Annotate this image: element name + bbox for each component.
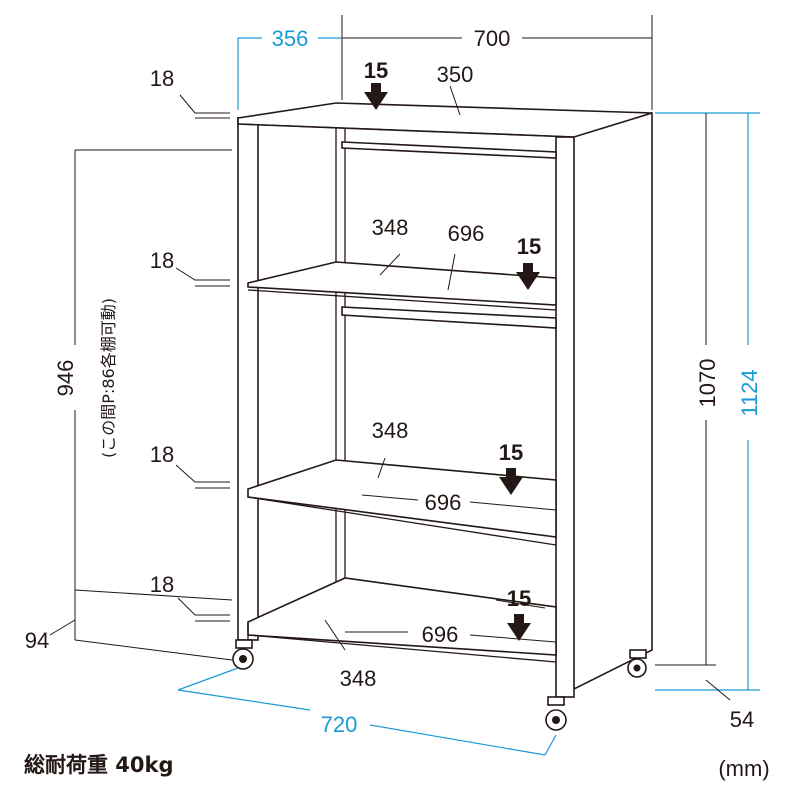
shelf-pitch-label: 946: [53, 360, 78, 397]
shelf2-width-label: 696: [425, 490, 462, 515]
caster-front-right: [545, 696, 567, 731]
thickness-label-shelf3: 18: [150, 572, 174, 597]
shelf2-depth-label: 348: [372, 418, 409, 443]
bottom-gap-label: 94: [25, 628, 49, 653]
shelf3-load-label: 15: [507, 586, 531, 611]
caster-back-right: [627, 649, 647, 678]
casters: [232, 639, 647, 731]
cabinet: [237, 85, 653, 699]
height-label: 1070: [695, 359, 720, 408]
thickness-label-shelf1: 18: [150, 248, 174, 273]
down-arrow-icon: [364, 83, 388, 110]
caster-height-label: 54: [730, 707, 754, 732]
width-label: 700: [474, 26, 511, 51]
shelf2-load-label: 15: [499, 440, 523, 465]
shelf-pitch-note: (この間P:86各棚可動): [99, 298, 118, 458]
dimension-lines: [49, 15, 760, 756]
shelf1-depth-label: 348: [372, 215, 409, 240]
shelf1-load-label: 15: [517, 234, 541, 259]
total-load-label: 総耐荷重 40kg: [24, 753, 174, 777]
thickness-label-top: 18: [150, 66, 174, 91]
down-arrow-icon: [507, 614, 531, 641]
top-inner-depth-label: 350: [437, 62, 474, 87]
left-front-panel: [237, 117, 259, 641]
shelf1-width-label: 696: [448, 221, 485, 246]
labels: 356 700 15 350 18 18 18 18 348 696 15 34…: [24, 26, 770, 781]
shelf-1: [247, 261, 557, 306]
depth-label: 356: [272, 26, 309, 51]
load-arrows: [364, 83, 540, 641]
unit-label: (mm): [718, 756, 769, 781]
caster-front-left: [232, 639, 254, 670]
total-width-label: 720: [321, 712, 358, 737]
top-board: [237, 102, 653, 138]
down-arrow-icon: [499, 468, 523, 495]
down-arrow-icon: [516, 263, 540, 290]
right-front-panel: [555, 136, 575, 698]
top-load-label: 15: [364, 58, 388, 83]
shelf3-depth-label: 348: [340, 666, 377, 691]
shelf3-width-label: 696: [422, 622, 459, 647]
thickness-label-shelf2: 18: [150, 442, 174, 467]
total-height-label: 1124: [737, 369, 762, 416]
